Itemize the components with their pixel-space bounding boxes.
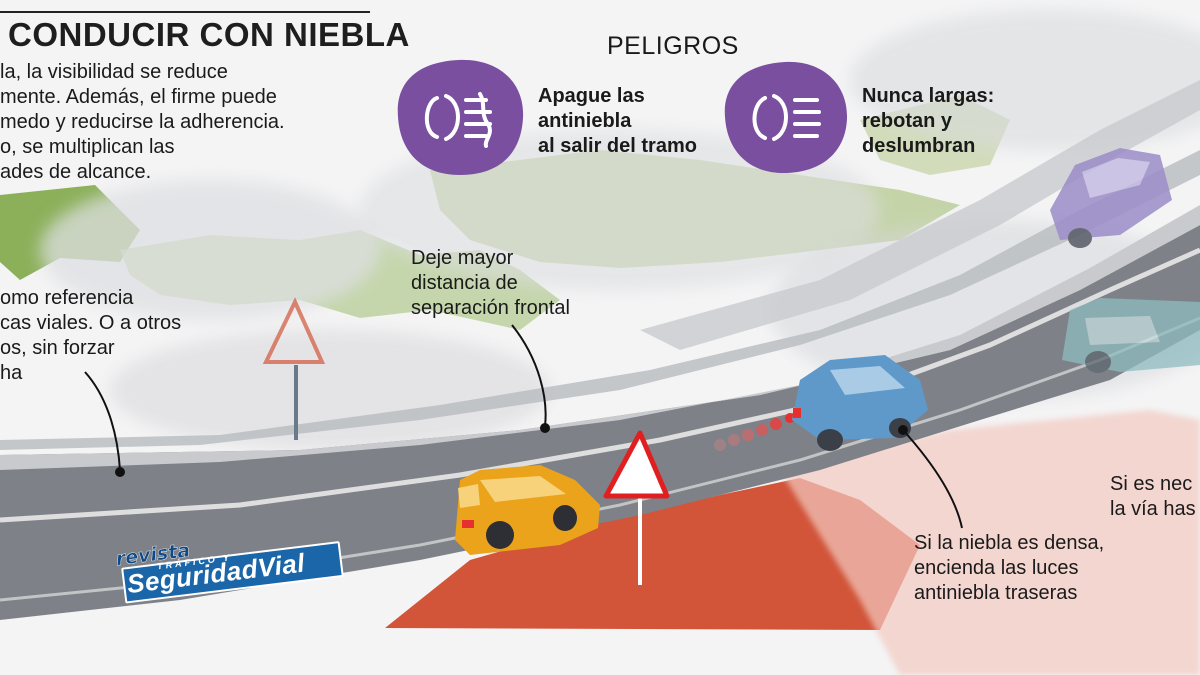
callout-line: distancia de xyxy=(411,272,518,294)
callout-line: cas viales. O a otros xyxy=(0,312,182,334)
danger-line: Apague las xyxy=(538,85,645,107)
rear-fog-light-trail xyxy=(714,413,795,451)
danger-line: Nunca largas: xyxy=(862,85,995,107)
intro-line: la, la visibilidad se reduce xyxy=(0,61,228,83)
rear-fog-leader xyxy=(902,429,963,529)
callout-leaders xyxy=(84,324,963,529)
high-beam-icon xyxy=(752,94,821,141)
orange-zone xyxy=(385,478,920,630)
danger-line: al salir del tramo xyxy=(538,135,697,157)
warning-triangle-left xyxy=(262,297,326,440)
high-beam-badge xyxy=(724,61,848,174)
page-title: CONDUCIR CON NIEBLA xyxy=(8,16,410,54)
rear-fog-dot xyxy=(898,425,908,435)
fog-light-icon xyxy=(424,92,492,148)
warning-triangle-right xyxy=(603,430,670,585)
callout-line: Deje mayor xyxy=(411,247,514,269)
danger-line: antiniebla xyxy=(538,110,632,132)
callout-line: ha xyxy=(0,362,23,384)
peligros-heading: PELIGROS xyxy=(607,32,739,60)
pink-fog-zone xyxy=(780,410,1200,675)
title-rule xyxy=(0,11,370,13)
title-bold: CON NIEBLA xyxy=(199,16,410,53)
rear-fog-callout: Si la niebla es densa, encienda las luce… xyxy=(914,531,1104,606)
intro-line: o, se multiplican las xyxy=(0,136,175,158)
intro-line: medo y reducirse la adherencia. xyxy=(0,111,285,133)
blue-car xyxy=(792,355,928,451)
distance-dot xyxy=(540,423,550,433)
intro-line: mente. Además, el firme puede xyxy=(0,86,277,108)
danger-line: deslumbran xyxy=(862,135,976,157)
danger-line: rebotan y xyxy=(862,110,953,132)
yellow-car xyxy=(455,465,600,555)
fog-light-badge xyxy=(397,59,524,175)
callout-line: separación frontal xyxy=(411,297,570,319)
distance-leader xyxy=(511,324,547,427)
far-road xyxy=(640,80,1200,350)
purple-car xyxy=(1050,148,1172,248)
reference-dot xyxy=(115,467,125,477)
si-es-callout: Si es nec la vía has xyxy=(1110,472,1196,522)
callout-line: Si es nec xyxy=(1110,473,1193,495)
title-light: CONDUCIR xyxy=(8,16,190,53)
callout-line: Si la niebla es densa, xyxy=(914,532,1105,554)
callout-line: antiniebla traseras xyxy=(914,582,1078,604)
callout-line: encienda las luces xyxy=(914,557,1079,579)
teal-car xyxy=(1062,298,1200,373)
callout-line: la vía has xyxy=(1110,498,1196,520)
callout-line: os, sin forzar xyxy=(0,337,115,359)
callout-line: omo referencia xyxy=(0,287,134,309)
reference-leader xyxy=(84,371,121,471)
distance-callout: Deje mayor distancia de separación front… xyxy=(411,246,570,321)
danger-high-beam-text: Nunca largas: rebotan y deslumbran xyxy=(862,84,994,159)
danger-fog-lights-text: Apague las antiniebla al salir del tramo xyxy=(538,84,697,159)
reference-callout: omo referencia cas viales. O a otros os,… xyxy=(0,286,181,386)
intro-text: la, la visibilidad se reduce mente. Adem… xyxy=(0,60,285,185)
intro-line: ades de alcance. xyxy=(0,161,152,183)
